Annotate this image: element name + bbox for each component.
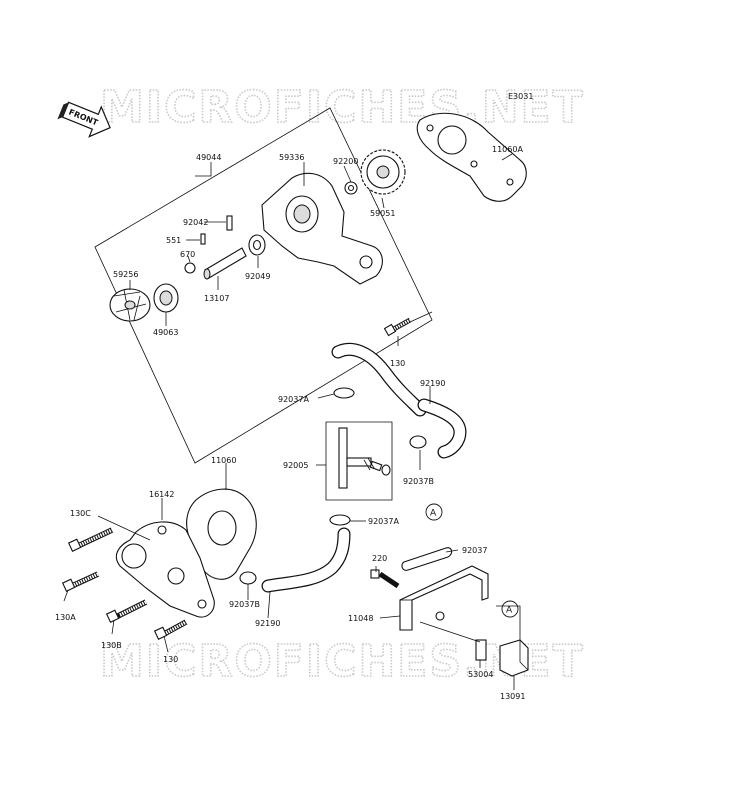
label-92190-top: 92190 <box>420 379 445 388</box>
gasket-11060a <box>416 112 527 202</box>
label-92200: 92200 <box>333 157 358 166</box>
label-59051: 59051 <box>370 209 395 218</box>
label-130-top: 130 <box>390 359 405 368</box>
label-92037a-top: 92037A <box>278 395 309 404</box>
sensor-13091 <box>499 639 529 677</box>
label-551: 551 <box>166 236 181 245</box>
clamp-92037b-low <box>239 571 257 585</box>
pump-housing-59336 <box>261 172 383 285</box>
seal-92049 <box>248 234 266 256</box>
bolt-130c <box>67 527 114 552</box>
tee-bracket <box>325 421 393 501</box>
clamp-92037a-top <box>333 387 355 399</box>
label-92005: 92005 <box>283 461 308 470</box>
pin-551 <box>200 233 206 245</box>
washer-92200 <box>344 181 358 195</box>
label-130c: 130C <box>70 509 91 518</box>
label-11060: 11060 <box>211 456 236 465</box>
label-92190-low: 92190 <box>255 619 280 628</box>
gasket-11060 <box>186 488 257 580</box>
plate-92037 <box>401 547 453 571</box>
cover-16142 <box>115 521 215 618</box>
label-130-low: 130 <box>163 655 178 664</box>
label-59336: 59336 <box>279 153 304 162</box>
label-59256: 59256 <box>113 270 138 279</box>
oring-670 <box>184 262 196 274</box>
svg-text:A: A <box>506 606 513 616</box>
bolt-130a <box>61 571 100 592</box>
label-220: 220 <box>372 554 387 563</box>
label-49044: 49044 <box>196 153 221 162</box>
label-130a: 130A <box>55 613 76 622</box>
gear-59051 <box>360 149 406 195</box>
label-92037a-low: 92037A <box>368 517 399 526</box>
label-13107: 13107 <box>204 294 229 303</box>
shaft-13107 <box>203 247 247 280</box>
label-16142: 16142 <box>149 490 174 499</box>
watermark-top: MICROFICHES.NET <box>100 82 585 133</box>
callout-a-lower: A <box>501 600 519 618</box>
bolt-220 <box>370 569 400 589</box>
callout-a-upper: A <box>425 503 443 521</box>
seal-49063 <box>153 283 179 313</box>
clamp-92037a-low <box>329 514 351 526</box>
label-92042: 92042 <box>183 218 208 227</box>
pin-92042 <box>226 215 233 231</box>
label-92037b-right: 92037B <box>403 477 434 486</box>
label-11060a: 11060A <box>492 145 523 154</box>
leader-lines <box>63 153 521 690</box>
label-92037: 92037 <box>462 546 487 555</box>
label-13091: 13091 <box>500 692 525 701</box>
label-92037b-low: 92037B <box>229 600 260 609</box>
label-49063: 49063 <box>153 328 178 337</box>
ref-code: E3031 <box>508 92 533 101</box>
front-arrow-icon: FRONT <box>57 101 111 138</box>
label-92049: 92049 <box>245 272 270 281</box>
bolt-130b <box>105 599 148 623</box>
impeller-59256 <box>109 288 151 322</box>
tee-92005 <box>338 427 391 489</box>
bracket-11048 <box>399 565 489 631</box>
label-670: 670 <box>180 250 195 259</box>
clamp-92037b-right <box>409 435 427 449</box>
label-130b: 130B <box>101 641 122 650</box>
svg-text:A: A <box>430 509 437 519</box>
label-11048: 11048 <box>348 614 373 623</box>
assembly-box <box>94 107 433 464</box>
bolt-130-top <box>383 317 412 337</box>
clip-53004 <box>475 639 487 661</box>
label-53004: 53004 <box>468 670 493 679</box>
